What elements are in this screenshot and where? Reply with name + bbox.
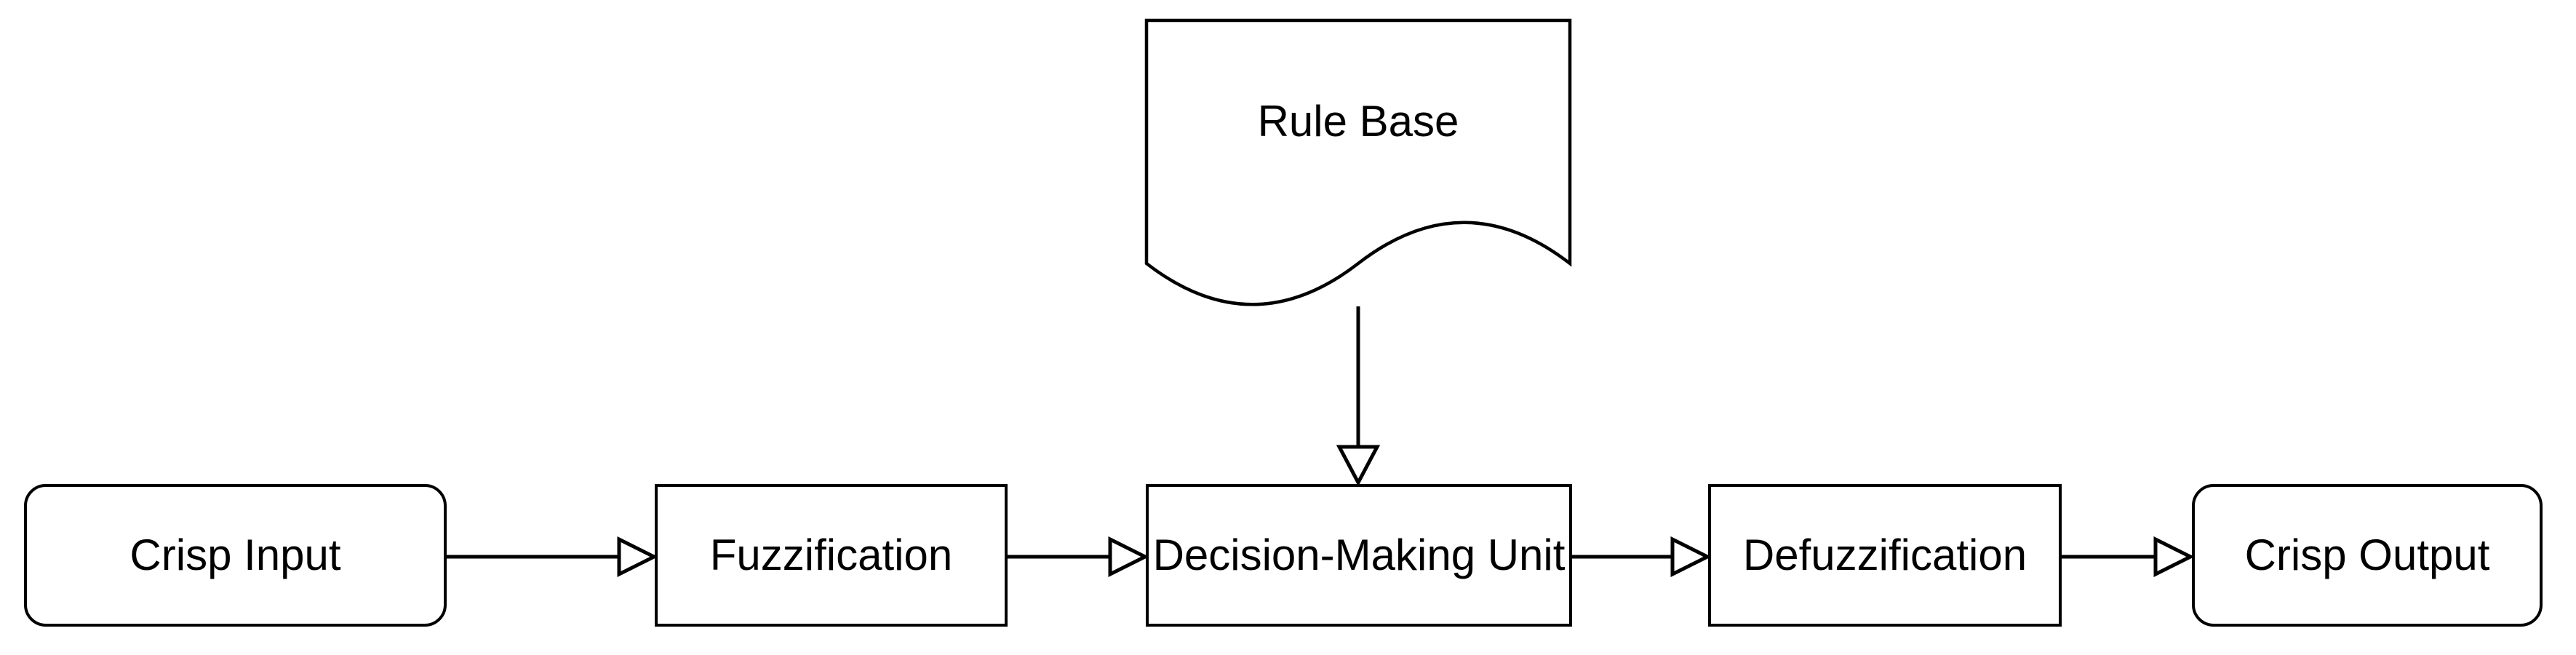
node-defuzzification: Defuzzification — [1708, 484, 2062, 627]
arrow-decision-to-defuzzification — [1572, 536, 1712, 578]
open-arrowhead-right-icon — [1108, 536, 1149, 578]
node-crisp-output-label: Crisp Output — [2244, 531, 2490, 579]
node-rule-base-label: Rule Base — [1257, 96, 1459, 146]
arrow-defuzzification-to-crispoutput — [2062, 536, 2195, 578]
node-decision-making-unit: Decision-Making Unit — [1146, 484, 1572, 627]
open-arrowhead-right-icon — [617, 536, 658, 578]
node-rule-base: Rule Base — [1147, 20, 1570, 221]
node-defuzzification-label: Defuzzification — [1742, 531, 2027, 579]
open-arrowhead-down-icon — [1336, 445, 1381, 487]
node-crisp-input-label: Crisp Input — [129, 531, 341, 579]
rule-base-document-shape — [1144, 18, 1572, 306]
node-crisp-output: Crisp Output — [2192, 484, 2543, 627]
open-arrowhead-right-icon — [1670, 536, 1712, 578]
arrow-rulebase-to-decision — [1336, 306, 1381, 487]
open-arrowhead-right-icon — [2153, 536, 2195, 578]
arrow-fuzzification-to-decision — [1008, 536, 1149, 578]
node-fuzzification-label: Fuzzification — [709, 531, 953, 579]
arrow-crispinput-to-fuzzification — [447, 536, 658, 578]
node-decision-making-unit-label: Decision-Making Unit — [1152, 531, 1566, 579]
node-crisp-input: Crisp Input — [24, 484, 447, 627]
node-fuzzification: Fuzzification — [655, 484, 1008, 627]
